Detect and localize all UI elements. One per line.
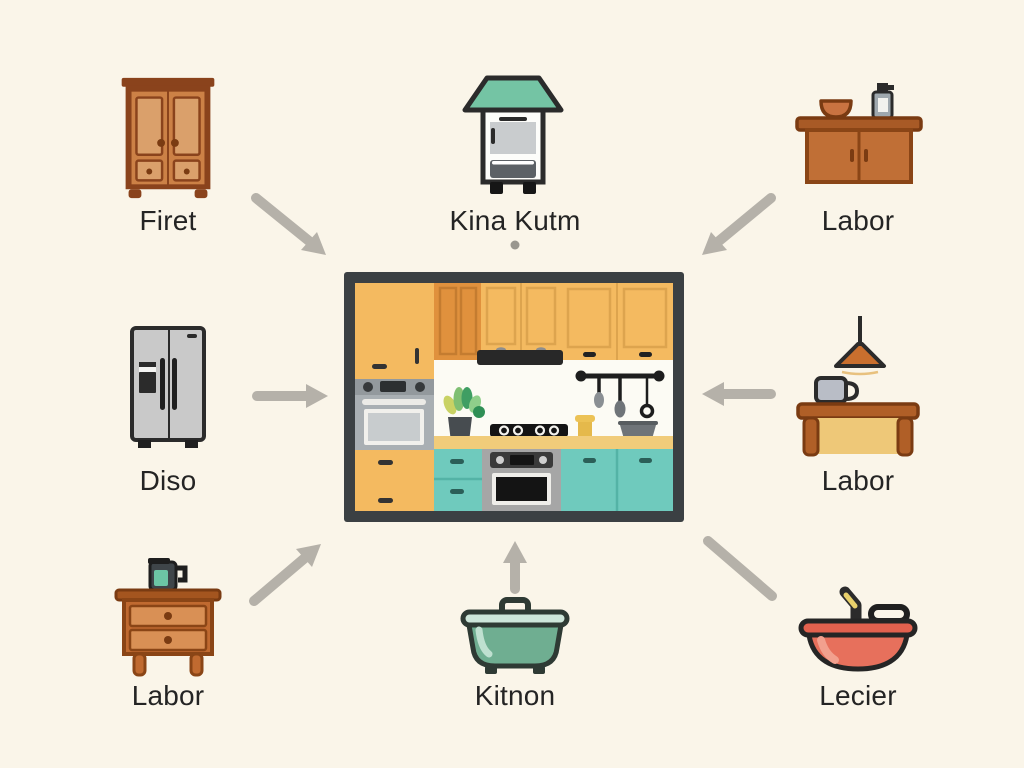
label-bottom-center: Kitnon bbox=[474, 680, 556, 711]
label-top-right: Labor bbox=[821, 205, 895, 236]
label-middle-left: Diso bbox=[139, 465, 197, 496]
utensil-rail bbox=[575, 370, 665, 419]
yellow-canister bbox=[575, 415, 595, 439]
dot-marker-top-center bbox=[510, 240, 520, 250]
label-middle-right: Labor bbox=[821, 465, 895, 496]
potted-plant bbox=[443, 387, 485, 442]
range-hood bbox=[477, 350, 563, 365]
arrowhead-bottom-center bbox=[503, 541, 527, 563]
label-top-center: Kina Kutm bbox=[449, 205, 581, 236]
label-top-left: Firet bbox=[139, 205, 197, 236]
table-with-lamp-icon bbox=[792, 316, 924, 458]
sideboard-icon bbox=[793, 76, 925, 192]
kitchen-scene-illustration bbox=[344, 272, 684, 522]
range-oven bbox=[482, 449, 561, 511]
arrowhead-top-right bbox=[702, 232, 727, 255]
refrigerator-icon bbox=[122, 322, 214, 454]
label-bottom-left: Labor bbox=[131, 680, 205, 711]
arrowhead-middle-left bbox=[306, 384, 328, 408]
lower-cabinets bbox=[434, 449, 673, 511]
line-bottom-right bbox=[703, 536, 777, 601]
stove-icon bbox=[457, 68, 569, 200]
arrowhead-bottom-left bbox=[296, 544, 321, 567]
backsplash-items bbox=[443, 370, 665, 442]
pot-icon bbox=[455, 596, 575, 678]
wardrobe-icon bbox=[113, 68, 223, 206]
wall-oven bbox=[355, 379, 434, 450]
label-bottom-right: Lecier bbox=[819, 680, 897, 711]
arrow-bottom-left bbox=[249, 552, 311, 606]
arrowhead-middle-right bbox=[702, 382, 724, 406]
bowl-icon bbox=[793, 585, 923, 673]
countertop bbox=[434, 436, 673, 449]
nightstand-icon bbox=[110, 556, 226, 680]
upper-cabinets bbox=[434, 283, 673, 365]
kitchen-left-column bbox=[355, 283, 434, 511]
gas-cooktop bbox=[490, 424, 568, 437]
arrowhead-top-left bbox=[301, 232, 326, 255]
gray-bowl bbox=[618, 421, 658, 439]
